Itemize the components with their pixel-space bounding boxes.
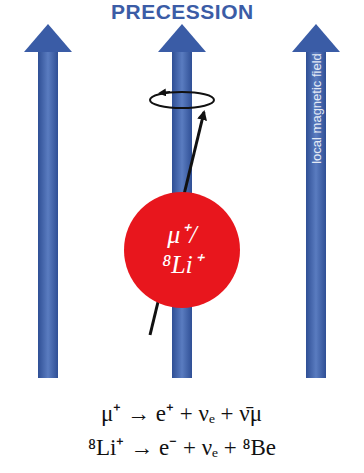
axis-label: local magnetic field xyxy=(309,53,324,164)
field-arrow xyxy=(24,24,72,378)
diagram-title: PRECESSION xyxy=(111,0,254,24)
precession-orbit xyxy=(150,92,214,108)
particle-label: μ⁺/ ⁸Li⁺ xyxy=(147,220,217,280)
node-text-holder: μ⁺/ ⁸Li⁺ xyxy=(147,220,217,280)
decay-equation: μ⁺ → e⁺ + νₑ + ν̄μ xyxy=(101,396,262,428)
decay-equation: ⁸Li⁺ → e⁻ + νₑ + ⁸Be xyxy=(88,430,276,462)
field-arrow xyxy=(292,24,340,378)
particle-circle: μ⁺/ ⁸Li⁺ xyxy=(124,192,240,308)
orbit-arrowhead xyxy=(160,92,170,93)
